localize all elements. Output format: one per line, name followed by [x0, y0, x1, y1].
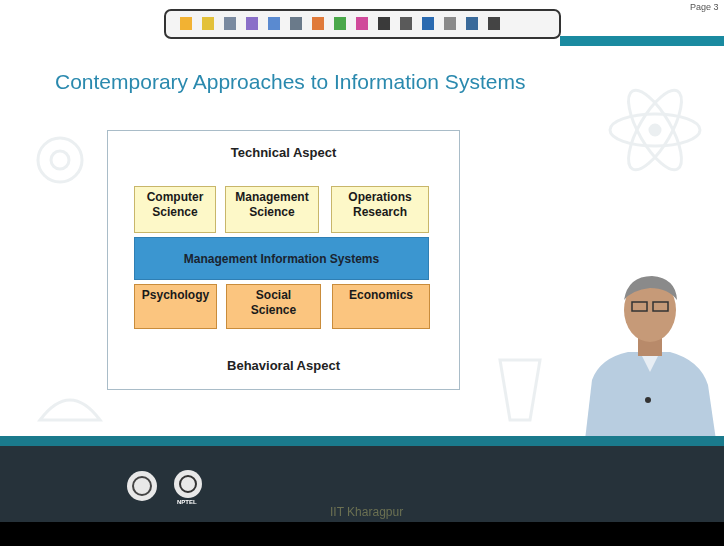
- slide-title: Contemporary Approaches to Information S…: [55, 70, 525, 94]
- discipline-box: Operations Research: [331, 186, 429, 233]
- box-label: Operations Research: [337, 190, 423, 220]
- logo-caption: NPTEL: [177, 499, 197, 505]
- box-label: Economics: [338, 288, 424, 303]
- band-label: Management Information Systems: [184, 252, 379, 266]
- box-label: Psychology: [140, 288, 211, 303]
- aspect-heading: Technical Aspect: [108, 145, 459, 160]
- box-label: Computer Science: [140, 190, 210, 220]
- discipline-box: Social Science: [226, 284, 321, 329]
- logos: [127, 470, 202, 501]
- box-label: Social Science: [232, 288, 315, 318]
- toolbar: [165, 10, 560, 38]
- discipline-box: Management Science: [225, 186, 319, 233]
- page-number: Page 3: [690, 2, 719, 12]
- discipline-box: Computer Science: [134, 186, 216, 233]
- footer-band: [0, 446, 724, 522]
- top-accent-bar: [560, 36, 724, 46]
- institute-watermark: IIT Kharagpur: [330, 505, 403, 519]
- bottom-accent-bar: [0, 436, 724, 446]
- footer-black-band: [0, 522, 724, 546]
- discipline-box: Psychology: [134, 284, 217, 329]
- mis-band: Management Information Systems: [134, 237, 429, 280]
- aspect-heading: Behavioral Aspect: [108, 358, 459, 373]
- box-label: Management Science: [231, 190, 313, 220]
- diagram-frame: Technical AspectBehavioral Aspect Compute…: [107, 130, 460, 390]
- presenter-figure: [585, 276, 716, 440]
- discipline-box: Economics: [332, 284, 430, 329]
